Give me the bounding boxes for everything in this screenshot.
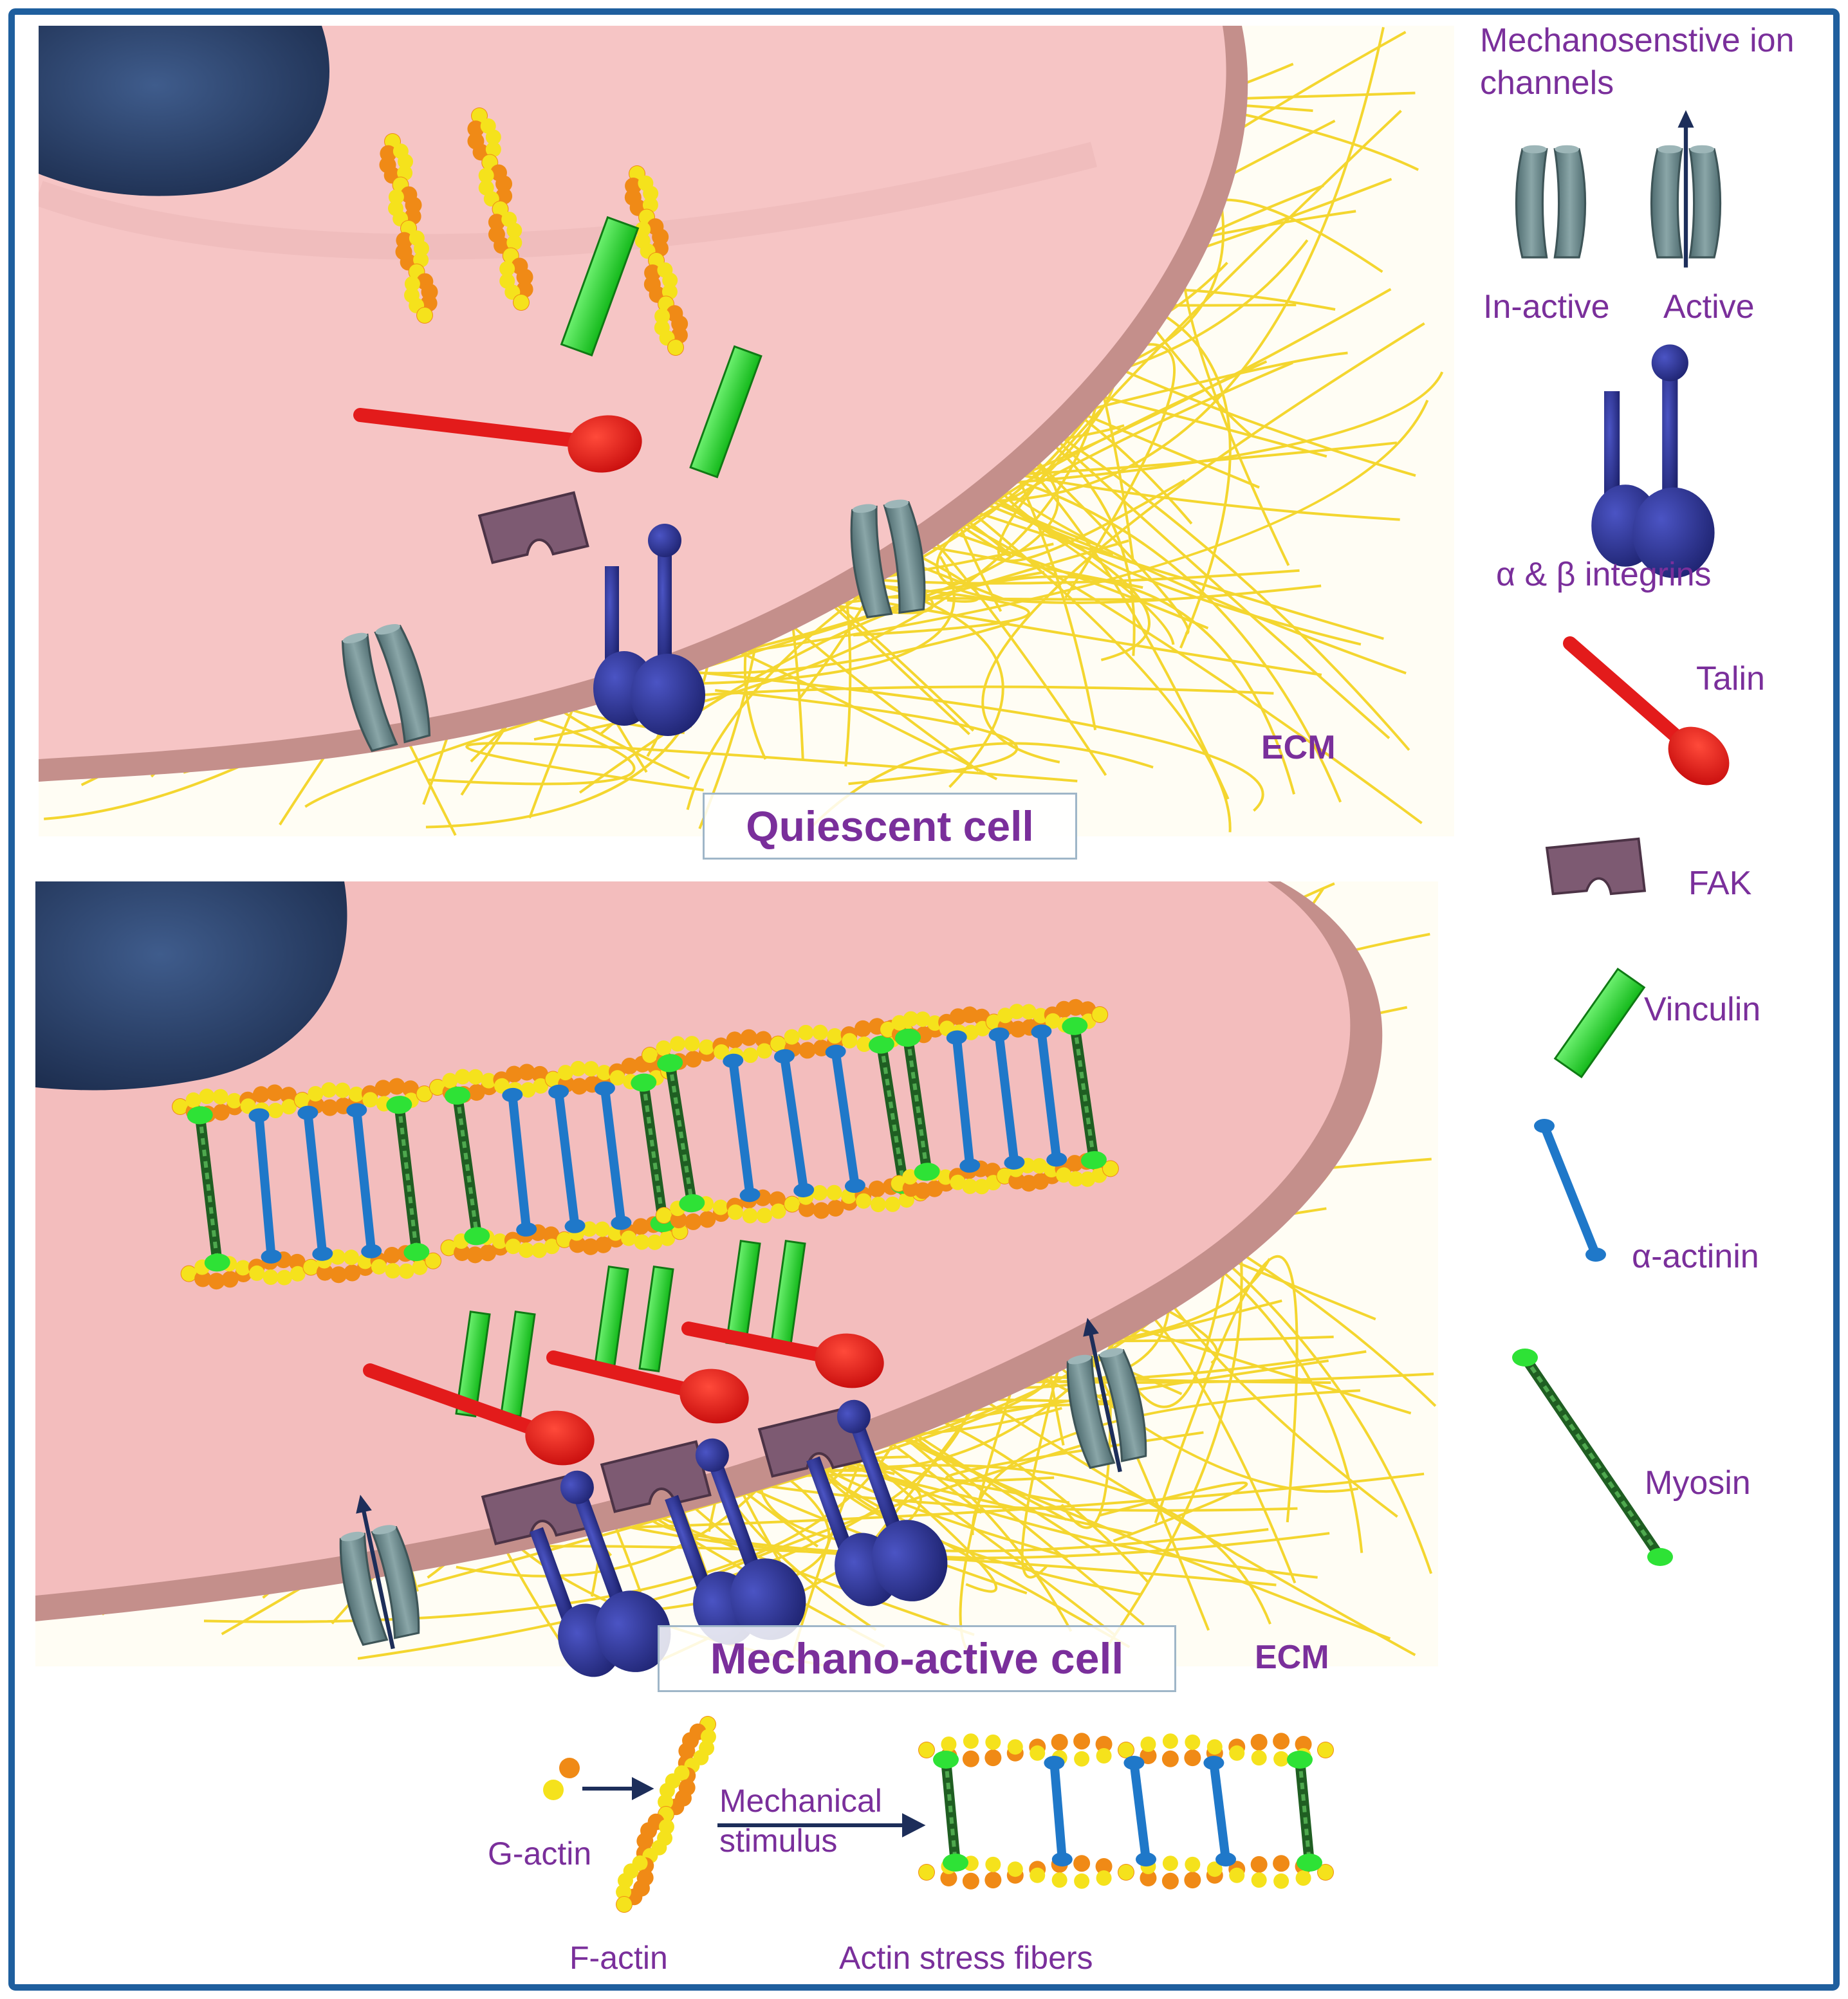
vinculin xyxy=(638,1265,674,1373)
vinculin xyxy=(1553,967,1646,1079)
f-actin xyxy=(616,1716,716,1913)
fak xyxy=(600,1440,712,1513)
f-actin-label: F-actin xyxy=(569,1940,668,1976)
quiescent-panel xyxy=(39,26,1454,836)
fak xyxy=(1545,837,1647,896)
f-actin xyxy=(918,1855,1334,1890)
alpha-actinin xyxy=(1044,1756,1073,1866)
alpha-actinin xyxy=(723,1053,761,1202)
g-actin-label: G-actin xyxy=(488,1836,592,1872)
alpha-actinin xyxy=(594,1081,632,1230)
legend-channel-active-label: Active xyxy=(1663,288,1755,326)
legend-vinculin-label: Vinculin xyxy=(1644,991,1761,1028)
integrin-pair xyxy=(806,1399,948,1607)
ion-channel-inactive xyxy=(341,623,431,752)
ion-channel-active xyxy=(1066,1318,1147,1473)
alpha-actinin xyxy=(346,1103,382,1258)
cell-cytoplasm xyxy=(39,26,1226,759)
ion-channel-inactive xyxy=(850,499,926,619)
alpha-actinin xyxy=(248,1108,282,1264)
myosin xyxy=(657,1054,705,1213)
process-arrows xyxy=(582,1777,926,1838)
ion-channel-active xyxy=(1650,110,1722,268)
alpha-actinin xyxy=(773,1049,815,1197)
actin-stress-fiber xyxy=(172,1078,442,1290)
talin xyxy=(1563,636,1730,786)
myosin xyxy=(1287,1751,1322,1872)
talin xyxy=(363,1363,595,1466)
integrin-pair xyxy=(1591,344,1715,578)
legend-actinin-label: α-actinin xyxy=(1632,1238,1759,1275)
alpha-actinin xyxy=(1031,1024,1067,1167)
alpha-actinin xyxy=(988,1027,1025,1170)
myosin xyxy=(1062,1017,1107,1170)
actin-stress-fibers-label: Actin stress fibers xyxy=(839,1940,1093,1976)
legend-myosin-label: Myosin xyxy=(1645,1464,1751,1502)
legend-channel-inactive-label: In-active xyxy=(1483,288,1610,326)
ecm-label-top: ECM xyxy=(1261,729,1336,766)
f-actin xyxy=(180,1245,442,1290)
ion-channel-inactive xyxy=(1515,145,1587,259)
vinculin xyxy=(689,345,762,479)
quiescent-cell-title: Quiescent cell xyxy=(703,793,1077,860)
alpha-actinin xyxy=(1123,1756,1156,1866)
legend-integrins-label: α & β integrins xyxy=(1496,556,1712,593)
integrin-pair xyxy=(530,1470,671,1677)
ecm-label-bottom: ECM xyxy=(1255,1639,1329,1676)
myosin xyxy=(386,1096,430,1262)
integrin-pair xyxy=(593,524,705,736)
legend-channels-title: Mechanosenstive ion channels xyxy=(1480,22,1795,102)
mechano-active-cell-title: Mechano-active cell xyxy=(658,1625,1176,1692)
alpha-actinin xyxy=(946,1030,981,1173)
vinculin xyxy=(560,216,640,357)
f-actin xyxy=(624,165,688,356)
ion-channel-active xyxy=(339,1495,420,1650)
myosin xyxy=(1512,1349,1673,1566)
alpha-actinin xyxy=(297,1105,333,1261)
legend-glyphs xyxy=(1512,110,1730,1566)
talin xyxy=(681,1322,884,1388)
myosin xyxy=(444,1086,490,1246)
talin xyxy=(353,408,642,473)
vinculin xyxy=(455,1310,491,1418)
legend-fak-label: FAK xyxy=(1688,865,1752,902)
myosin xyxy=(187,1106,230,1272)
g-actin-monomer xyxy=(559,1758,580,1778)
alpha-actinin xyxy=(1534,1119,1606,1262)
alpha-actinin xyxy=(548,1084,586,1233)
actin-stress-fiber xyxy=(918,1733,1334,1890)
legend-talin-label: Talin xyxy=(1696,660,1765,697)
nucleus xyxy=(35,881,347,1091)
quiescent-components xyxy=(341,107,926,752)
nucleus xyxy=(39,26,329,196)
actin-stress-fiber xyxy=(429,1055,688,1264)
cell-cytoplasm xyxy=(35,881,1351,1596)
myosin xyxy=(894,1028,940,1181)
f-actin xyxy=(467,107,533,311)
alpha-actinin xyxy=(1203,1756,1236,1866)
talin xyxy=(546,1350,749,1424)
actin-stress-fiber xyxy=(880,999,1119,1199)
figure-border xyxy=(8,8,1840,1991)
mechanical-stimulus-label: Mechanical stimulus xyxy=(719,1783,882,1859)
g-actin-monomer xyxy=(543,1780,564,1800)
alpha-actinin xyxy=(825,1044,865,1193)
f-actin xyxy=(379,133,438,324)
process-glyphs xyxy=(543,1716,1334,1913)
myosin xyxy=(933,1751,968,1872)
alpha-actinin xyxy=(502,1087,537,1237)
fak xyxy=(477,491,589,564)
